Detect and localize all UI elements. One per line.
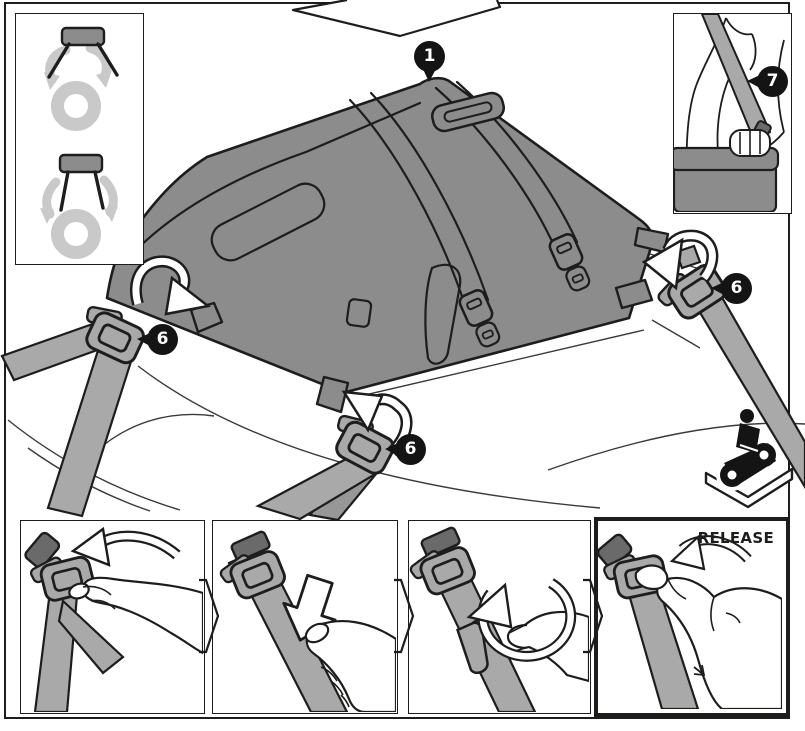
hand-on-bag <box>729 129 771 157</box>
step-panel-open-buckle <box>20 520 205 714</box>
callout-bag: 1 <box>414 41 445 82</box>
chevron-separator-icon <box>394 578 415 654</box>
strap-angle-figure-top <box>44 26 119 131</box>
strap-assembly-right <box>641 229 731 330</box>
strap-assembly-center <box>255 390 413 520</box>
open-arrow-icon <box>70 526 181 567</box>
bag-handle <box>431 91 505 133</box>
callout-shoulder-strap: 7 <box>747 66 788 97</box>
cargo-bag <box>105 76 670 414</box>
chevron-separator-icon <box>199 578 220 654</box>
carried-bag <box>674 146 780 212</box>
release-label: RELEASE <box>697 529 774 547</box>
hand <box>634 564 782 709</box>
step-panel-release <box>594 517 790 717</box>
callout-strap-center: 6 <box>385 434 426 465</box>
callout-strap-left: 6 <box>137 324 178 355</box>
hand <box>304 619 396 712</box>
callout-strap-right: 6 <box>711 273 752 304</box>
motorcycle-rider-icon <box>704 409 794 509</box>
strap-assembly-left <box>0 255 211 518</box>
rotate-arrow-icon <box>466 578 577 662</box>
inset-shoulder-carry <box>673 13 792 214</box>
hook-arrow-right-icon <box>641 229 719 291</box>
hook-arrow-left-icon <box>130 255 211 316</box>
main-illustration <box>0 0 805 520</box>
inset-strap-orientation <box>15 13 144 265</box>
step-panel-pull-strap <box>212 520 398 714</box>
step-panel-flip-lever <box>408 520 591 714</box>
down-arrow-icon <box>291 0 502 38</box>
strap-angle-figure-bottom <box>40 153 118 259</box>
release-flip-arrow-icon <box>669 534 752 571</box>
hand <box>68 576 203 655</box>
chevron-separator-icon <box>583 578 604 654</box>
